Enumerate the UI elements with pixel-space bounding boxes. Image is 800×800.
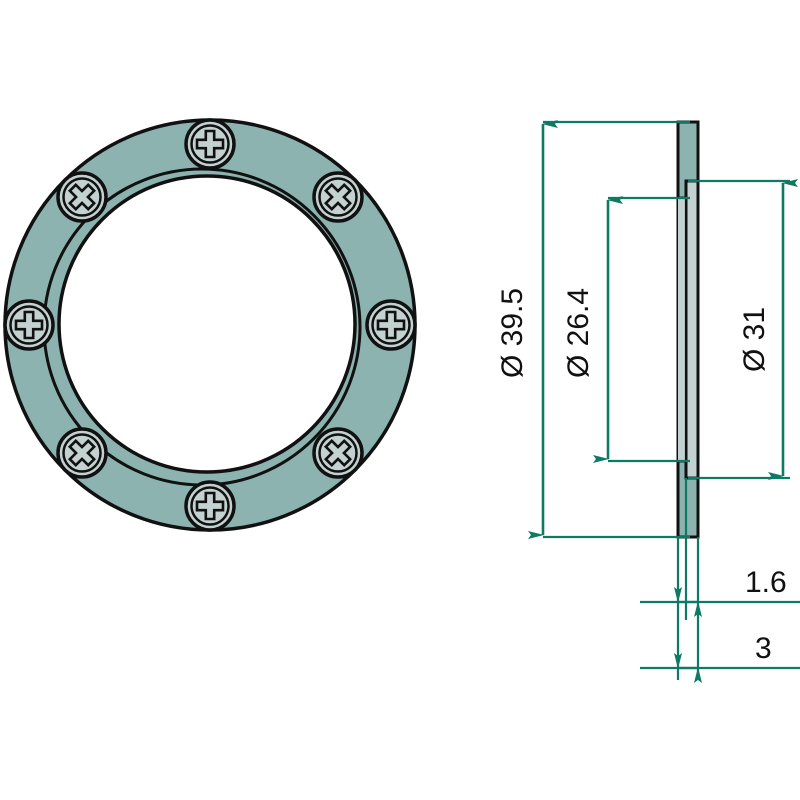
screw-head[interactable] — [184, 118, 236, 170]
dim-label-od: Ø 39.5 — [496, 288, 529, 378]
screw-head[interactable] — [365, 299, 417, 351]
screw-head[interactable] — [312, 427, 364, 479]
dim-label-web: 1.6 — [745, 566, 787, 599]
dimension-group — [528, 120, 800, 683]
dim-label-bore: Ø 26.4 — [562, 288, 595, 378]
screw-head[interactable] — [3, 299, 55, 351]
section-view — [676, 120, 700, 539]
section-inner-fill — [678, 198, 686, 461]
screw-head[interactable] — [312, 171, 364, 223]
dim-label-total: 3 — [755, 632, 772, 665]
front-view — [3, 118, 417, 532]
dim-label-pitch: Ø 31 — [738, 307, 771, 372]
ring-bore-circle — [57, 174, 357, 474]
dimension-text-group: Ø 39.5 Ø 26.4 Ø 31 1.6 3 — [496, 288, 787, 665]
screw-group — [3, 118, 417, 532]
screw-head[interactable] — [56, 427, 108, 479]
screw-head[interactable] — [56, 171, 108, 223]
section-web — [684, 179, 700, 480]
screw-head[interactable] — [184, 480, 236, 532]
